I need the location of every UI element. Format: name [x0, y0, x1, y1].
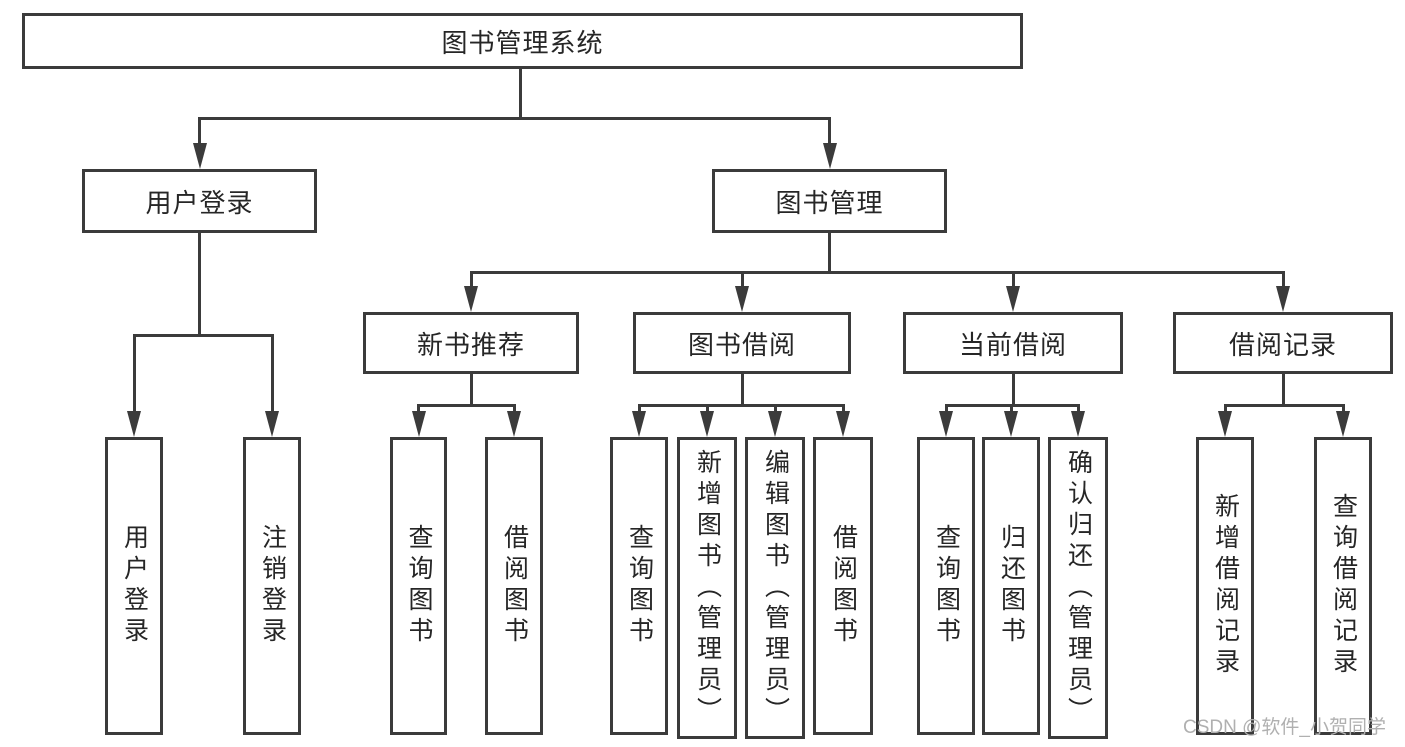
- connector-leaf-stem: [773, 404, 777, 414]
- arrowhead-down-icon: [411, 411, 426, 437]
- node-book-management: 图书管理: [712, 169, 947, 233]
- watermark: CSDN @软件_小贺同学: [1183, 717, 1386, 738]
- connector-leaf-stem: [270, 334, 274, 413]
- node-leaf-borrow-books-2: 借阅图书: [813, 437, 873, 735]
- connector-leaf-stem: [417, 404, 420, 414]
- connector-book-mgmt-hbar: [469, 271, 1285, 274]
- connector-leaf-stem: [841, 404, 845, 414]
- node-leaf-query-books-1: 查询图书: [390, 437, 447, 735]
- connector-leaf-stem: [469, 271, 473, 289]
- node-leaf-add-books-admin: 新增图书（管理员）: [677, 437, 737, 739]
- connector-leaf-stem: [512, 404, 516, 414]
- connector-leaf-stem: [1009, 404, 1013, 414]
- node-borrow-records: 借阅记录: [1173, 312, 1393, 374]
- node-leaf-borrow-books-1: 借阅图书: [485, 437, 543, 735]
- arrowhead-down-icon: [265, 411, 279, 437]
- connector-to-user-login-stem: [198, 117, 201, 145]
- connector-leaf-stem: [1281, 271, 1285, 289]
- node-leaf-query-borrow-record: 查询借阅记录: [1314, 437, 1372, 735]
- arrowhead-down-icon: [1004, 411, 1018, 437]
- connector-leaf-stem: [740, 271, 744, 289]
- arrowhead-down-icon: [192, 143, 207, 169]
- node-current-borrowing: 当前借阅: [903, 312, 1123, 374]
- connector-to-book-mgmt-stem: [828, 117, 831, 145]
- connector-leaf-stem: [1011, 271, 1015, 289]
- connector-current-borrow-stem: [1011, 374, 1015, 407]
- connector-leaf-stem: [705, 404, 709, 414]
- node-leaf-add-borrow-record: 新增借阅记录: [1196, 437, 1254, 735]
- connector-leaf-stem: [1341, 404, 1345, 414]
- arrowhead-down-icon: [822, 143, 837, 169]
- node-book-borrowing: 图书借阅: [633, 312, 851, 374]
- arrowhead-down-icon: [1071, 411, 1085, 437]
- arrowhead-down-icon: [1218, 411, 1232, 437]
- arrowhead-down-icon: [507, 411, 521, 437]
- node-user-login: 用户登录: [82, 169, 317, 233]
- connector-book-mgmt-stem: [828, 233, 831, 274]
- arrowhead-down-icon: [1276, 286, 1290, 312]
- arrowhead-down-icon: [735, 286, 749, 312]
- connector-leaf-stem: [1223, 404, 1227, 414]
- arrowhead-down-icon: [700, 411, 714, 437]
- connector-borrow-record-hbar: [1223, 404, 1345, 407]
- arrowhead-down-icon: [464, 286, 478, 312]
- connector-leaf-stem: [944, 404, 948, 414]
- connector-root-stem: [519, 69, 522, 120]
- node-leaf-confirm-return-admin: 确认归还（管理员）: [1048, 437, 1108, 739]
- connector-borrow-record-stem: [1281, 374, 1285, 407]
- arrowhead-down-icon: [836, 411, 850, 437]
- connector-user-login-stem: [198, 233, 201, 337]
- arrowhead-down-icon: [632, 411, 646, 437]
- connector-book-borrow-hbar: [637, 404, 845, 407]
- connector-root-hbar: [198, 117, 831, 120]
- connector-user-login-hbar: [132, 334, 274, 337]
- connector-leaf-stem: [637, 404, 641, 414]
- connector-new-book-hbar: [417, 404, 516, 407]
- connector-new-book-stem: [469, 374, 473, 407]
- node-root: 图书管理系统: [22, 13, 1023, 69]
- arrowhead-down-icon: [768, 411, 782, 437]
- node-leaf-return-books: 归还图书: [982, 437, 1040, 735]
- node-leaf-query-books-2: 查询图书: [610, 437, 668, 735]
- node-leaf-query-books-3: 查询图书: [917, 437, 975, 735]
- connector-leaf-stem: [132, 334, 136, 413]
- node-leaf-user-login: 用户登录: [105, 437, 163, 735]
- arrowhead-down-icon: [939, 411, 953, 437]
- connector-book-borrow-stem: [740, 374, 744, 407]
- connector-leaf-stem: [1076, 404, 1080, 414]
- arrowhead-down-icon: [1336, 411, 1350, 437]
- node-leaf-edit-books-admin: 编辑图书（管理员）: [745, 437, 805, 739]
- arrowhead-down-icon: [127, 411, 141, 437]
- node-leaf-logout: 注销登录: [243, 437, 301, 735]
- node-new-book-recommend: 新书推荐: [363, 312, 579, 374]
- arrowhead-down-icon: [1006, 286, 1020, 312]
